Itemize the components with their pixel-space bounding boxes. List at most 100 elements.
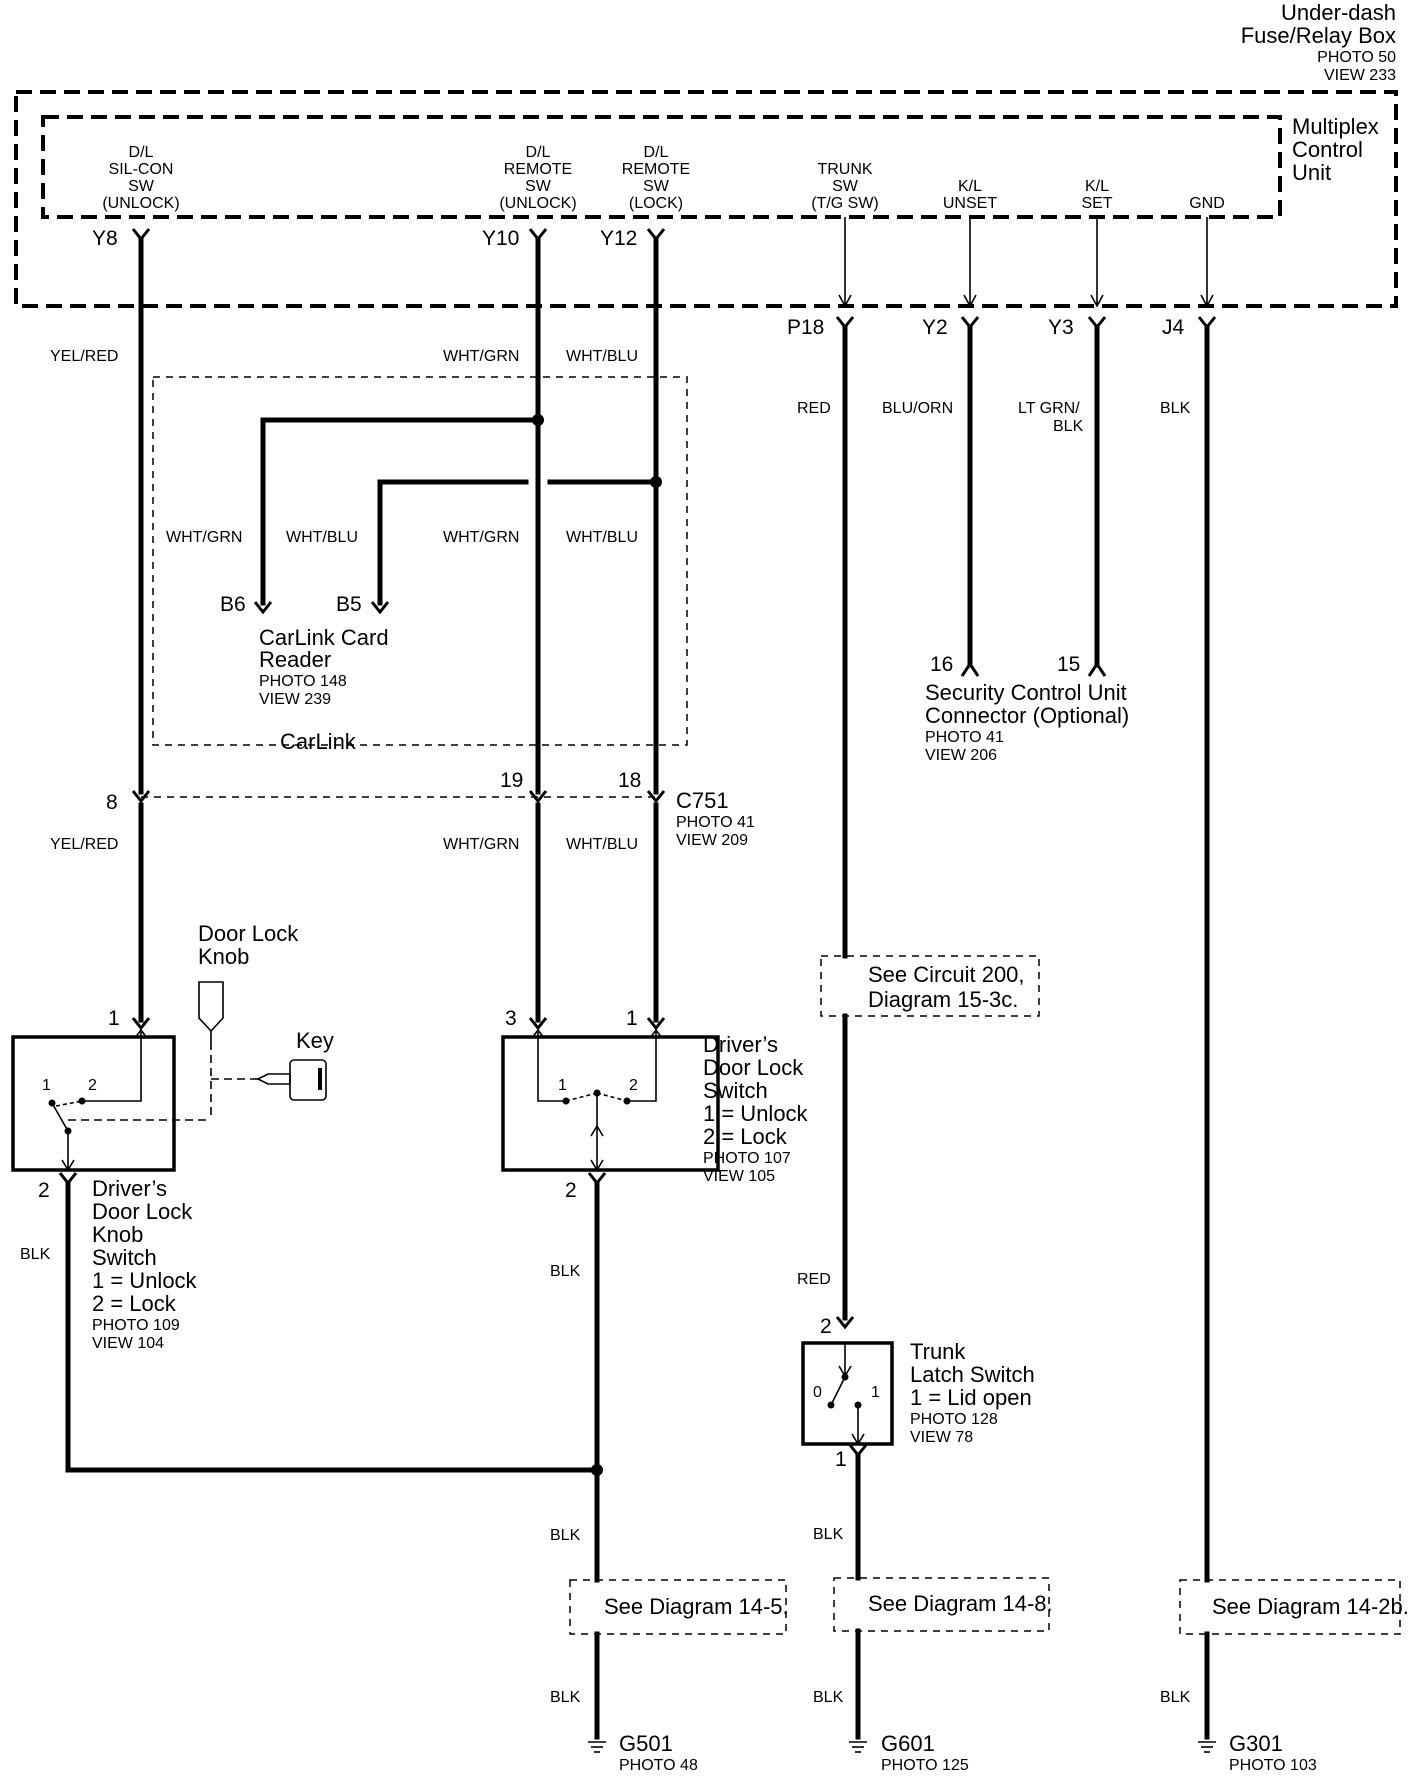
security-unit-label: Security Control Unit Connector (Optiona… bbox=[925, 680, 1129, 764]
svg-text:TRUNK: TRUNK bbox=[817, 161, 872, 178]
ground-g601-icon bbox=[849, 1741, 867, 1753]
wire-label-red-low: RED bbox=[797, 1271, 831, 1288]
lock-switch-pin-3: 3 bbox=[505, 1007, 517, 1030]
trunk-switch-label: Trunk Latch Switch 1 = Lid open PHOTO 12… bbox=[910, 1339, 1035, 1446]
svg-text:2: 2 bbox=[88, 1077, 97, 1094]
pin-y3: Y3 bbox=[1048, 316, 1074, 339]
svg-text:G601: G601 bbox=[881, 1731, 935, 1756]
svg-text:1 = Lid open: 1 = Lid open bbox=[910, 1385, 1032, 1410]
terminal-y8-label: D/L SIL-CON SW (UNLOCK) bbox=[102, 144, 179, 212]
svg-text:1: 1 bbox=[42, 1077, 51, 1094]
lock-switch-pin-2: 2 bbox=[565, 1179, 577, 1202]
svg-text:Reader: Reader bbox=[259, 647, 331, 672]
svg-text:Multiplex: Multiplex bbox=[1292, 114, 1379, 139]
see-diagram-box-2 bbox=[833, 1577, 1050, 1632]
svg-text:1 = Unlock: 1 = Unlock bbox=[703, 1101, 809, 1126]
security-pin-16: 16 bbox=[930, 653, 953, 676]
fuse-box-label: Under-dash Fuse/Relay Box PHOTO 50 VIEW … bbox=[1241, 0, 1396, 84]
see-diagram-box-3 bbox=[1179, 1579, 1401, 1635]
svg-text:Switch: Switch bbox=[703, 1078, 768, 1103]
wire-label-wht-blu-low: WHT/BLU bbox=[566, 836, 638, 853]
trunk-switch-box bbox=[801, 1341, 894, 1446]
wire-label-blk-g501-a: BLK bbox=[550, 1527, 581, 1544]
wire-label-blk-j4-top: BLK bbox=[1160, 400, 1191, 417]
carlink-outline bbox=[152, 376, 688, 746]
svg-text:REMOTE: REMOTE bbox=[622, 161, 690, 178]
svg-text:Trunk: Trunk bbox=[910, 1339, 966, 1364]
svg-text:VIEW 104: VIEW 104 bbox=[92, 1335, 164, 1352]
pin-p18: P18 bbox=[787, 316, 824, 339]
svg-text:G301: G301 bbox=[1229, 1731, 1283, 1756]
svg-text:Door Lock: Door Lock bbox=[92, 1199, 193, 1224]
svg-text:Door Lock: Door Lock bbox=[703, 1055, 804, 1080]
svg-text:Diagram 15-3c.: Diagram 15-3c. bbox=[868, 987, 1018, 1012]
svg-text:VIEW 78: VIEW 78 bbox=[910, 1429, 973, 1446]
svg-text:PHOTO 128: PHOTO 128 bbox=[910, 1411, 998, 1428]
c751-label: C751 PHOTO 41 VIEW 209 bbox=[676, 788, 755, 849]
wire-lock-ground bbox=[587, 1171, 607, 1740]
mcu-outline bbox=[41, 115, 1282, 219]
svg-text:1: 1 bbox=[558, 1077, 567, 1094]
ground-g301-icon bbox=[1198, 1741, 1216, 1753]
c751-pin-19: 19 bbox=[500, 769, 523, 792]
svg-text:2 = Lock: 2 = Lock bbox=[703, 1124, 788, 1149]
svg-text:SW: SW bbox=[525, 178, 552, 195]
pin-y2: Y2 bbox=[922, 316, 948, 339]
svg-text:PHOTO 125: PHOTO 125 bbox=[881, 1757, 969, 1774]
svg-text:D/L: D/L bbox=[526, 144, 551, 161]
svg-text:CarLink Card: CarLink Card bbox=[259, 625, 389, 650]
mcu-trunk-leads bbox=[838, 217, 1214, 308]
svg-text:GND: GND bbox=[1189, 195, 1225, 212]
svg-text:Driver’s: Driver’s bbox=[703, 1032, 778, 1057]
knob-switch-label: Driver’s Door Lock Knob Switch 1 = Unloc… bbox=[92, 1176, 198, 1352]
ground-g301-label: G301 PHOTO 103 bbox=[1229, 1731, 1317, 1774]
see-diagram-1: See Diagram 14-5. bbox=[604, 1594, 789, 1619]
wire-label-blk-knob: BLK bbox=[20, 1246, 51, 1263]
terminal-p18-label: TRUNK SW (T/G SW) bbox=[811, 161, 879, 212]
svg-text:D/L: D/L bbox=[129, 144, 154, 161]
svg-text:See Circuit 200,: See Circuit 200, bbox=[868, 962, 1025, 987]
svg-text:K/L: K/L bbox=[1085, 178, 1109, 195]
svg-text:Security Control Unit: Security Control Unit bbox=[925, 680, 1127, 705]
svg-text:D/L: D/L bbox=[644, 144, 669, 161]
wire-label-wht-blu-mid: WHT/BLU bbox=[566, 529, 638, 546]
svg-text:SW: SW bbox=[643, 178, 670, 195]
svg-text:(UNLOCK): (UNLOCK) bbox=[102, 195, 179, 212]
wire-label-lt-grn-1: LT GRN/ bbox=[1018, 400, 1080, 417]
pin-y12: Y12 bbox=[600, 227, 637, 250]
svg-text:G501: G501 bbox=[619, 1731, 673, 1756]
svg-text:PHOTO 50: PHOTO 50 bbox=[1317, 49, 1396, 66]
svg-text:UNSET: UNSET bbox=[943, 195, 997, 212]
wire-knob-ground bbox=[58, 1171, 598, 1473]
wire-label-yel-red-low: YEL/RED bbox=[50, 836, 118, 853]
wire-p18 bbox=[835, 315, 855, 1329]
wire-label-yel-red-top: YEL/RED bbox=[50, 348, 118, 365]
pin-y8: Y8 bbox=[92, 227, 118, 250]
wire-label-red-top: RED bbox=[797, 400, 831, 417]
svg-text:PHOTO 109: PHOTO 109 bbox=[92, 1317, 180, 1334]
wire-j4 bbox=[1197, 315, 1217, 1740]
wire-label-b6: WHT/GRN bbox=[166, 529, 242, 546]
svg-text:Latch Switch: Latch Switch bbox=[910, 1362, 1035, 1387]
terminal-y10-label: D/L REMOTE SW (UNLOCK) bbox=[499, 144, 576, 212]
svg-text:SIL-CON: SIL-CON bbox=[109, 161, 174, 178]
svg-text:VIEW 239: VIEW 239 bbox=[259, 691, 331, 708]
wire-y3 bbox=[1087, 315, 1107, 677]
wire-label-wht-grn-low: WHT/GRN bbox=[443, 836, 519, 853]
wire-label-b5: WHT/BLU bbox=[286, 529, 358, 546]
wire-label-blu-orn: BLU/ORN bbox=[882, 400, 953, 417]
svg-text:(T/G SW): (T/G SW) bbox=[811, 195, 879, 212]
key-icon bbox=[256, 1059, 327, 1101]
wire-y12 bbox=[646, 227, 666, 1030]
svg-text:Switch: Switch bbox=[92, 1245, 157, 1270]
trunk-switch-internals: 0 1 bbox=[813, 1344, 880, 1446]
svg-text:Knob: Knob bbox=[198, 944, 249, 969]
svg-text:PHOTO 48: PHOTO 48 bbox=[619, 1757, 698, 1774]
svg-text:SW: SW bbox=[832, 178, 859, 195]
svg-text:Driver’s: Driver’s bbox=[92, 1176, 167, 1201]
svg-text:PHOTO 148: PHOTO 148 bbox=[259, 673, 347, 690]
svg-text:PHOTO 107: PHOTO 107 bbox=[703, 1150, 791, 1167]
wire-y10 bbox=[528, 227, 548, 1030]
svg-text:1 = Unlock: 1 = Unlock bbox=[92, 1268, 198, 1293]
wire-label-lt-grn-2: BLK bbox=[1053, 418, 1084, 435]
